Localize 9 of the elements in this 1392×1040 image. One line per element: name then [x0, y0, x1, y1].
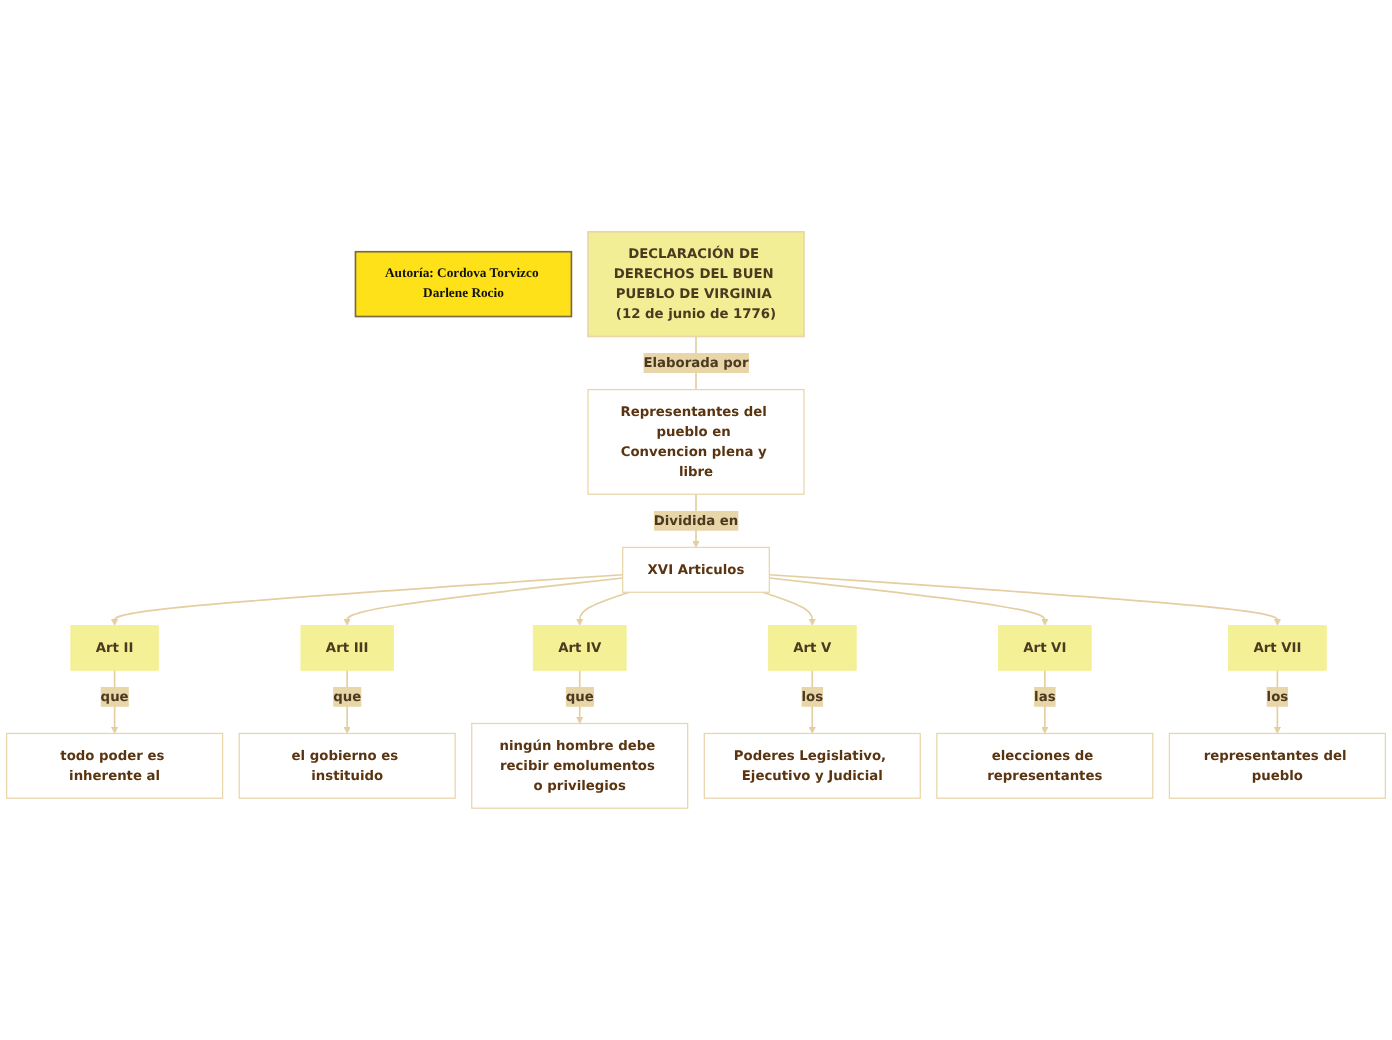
arrow — [343, 577, 624, 626]
arrow — [576, 591, 631, 626]
arrow — [761, 591, 816, 626]
arrow — [110, 669, 119, 734]
arrow — [768, 577, 1049, 626]
arrow — [343, 669, 351, 734]
arrow — [110, 573, 624, 626]
arrow — [576, 669, 584, 724]
arrow — [768, 573, 1282, 626]
